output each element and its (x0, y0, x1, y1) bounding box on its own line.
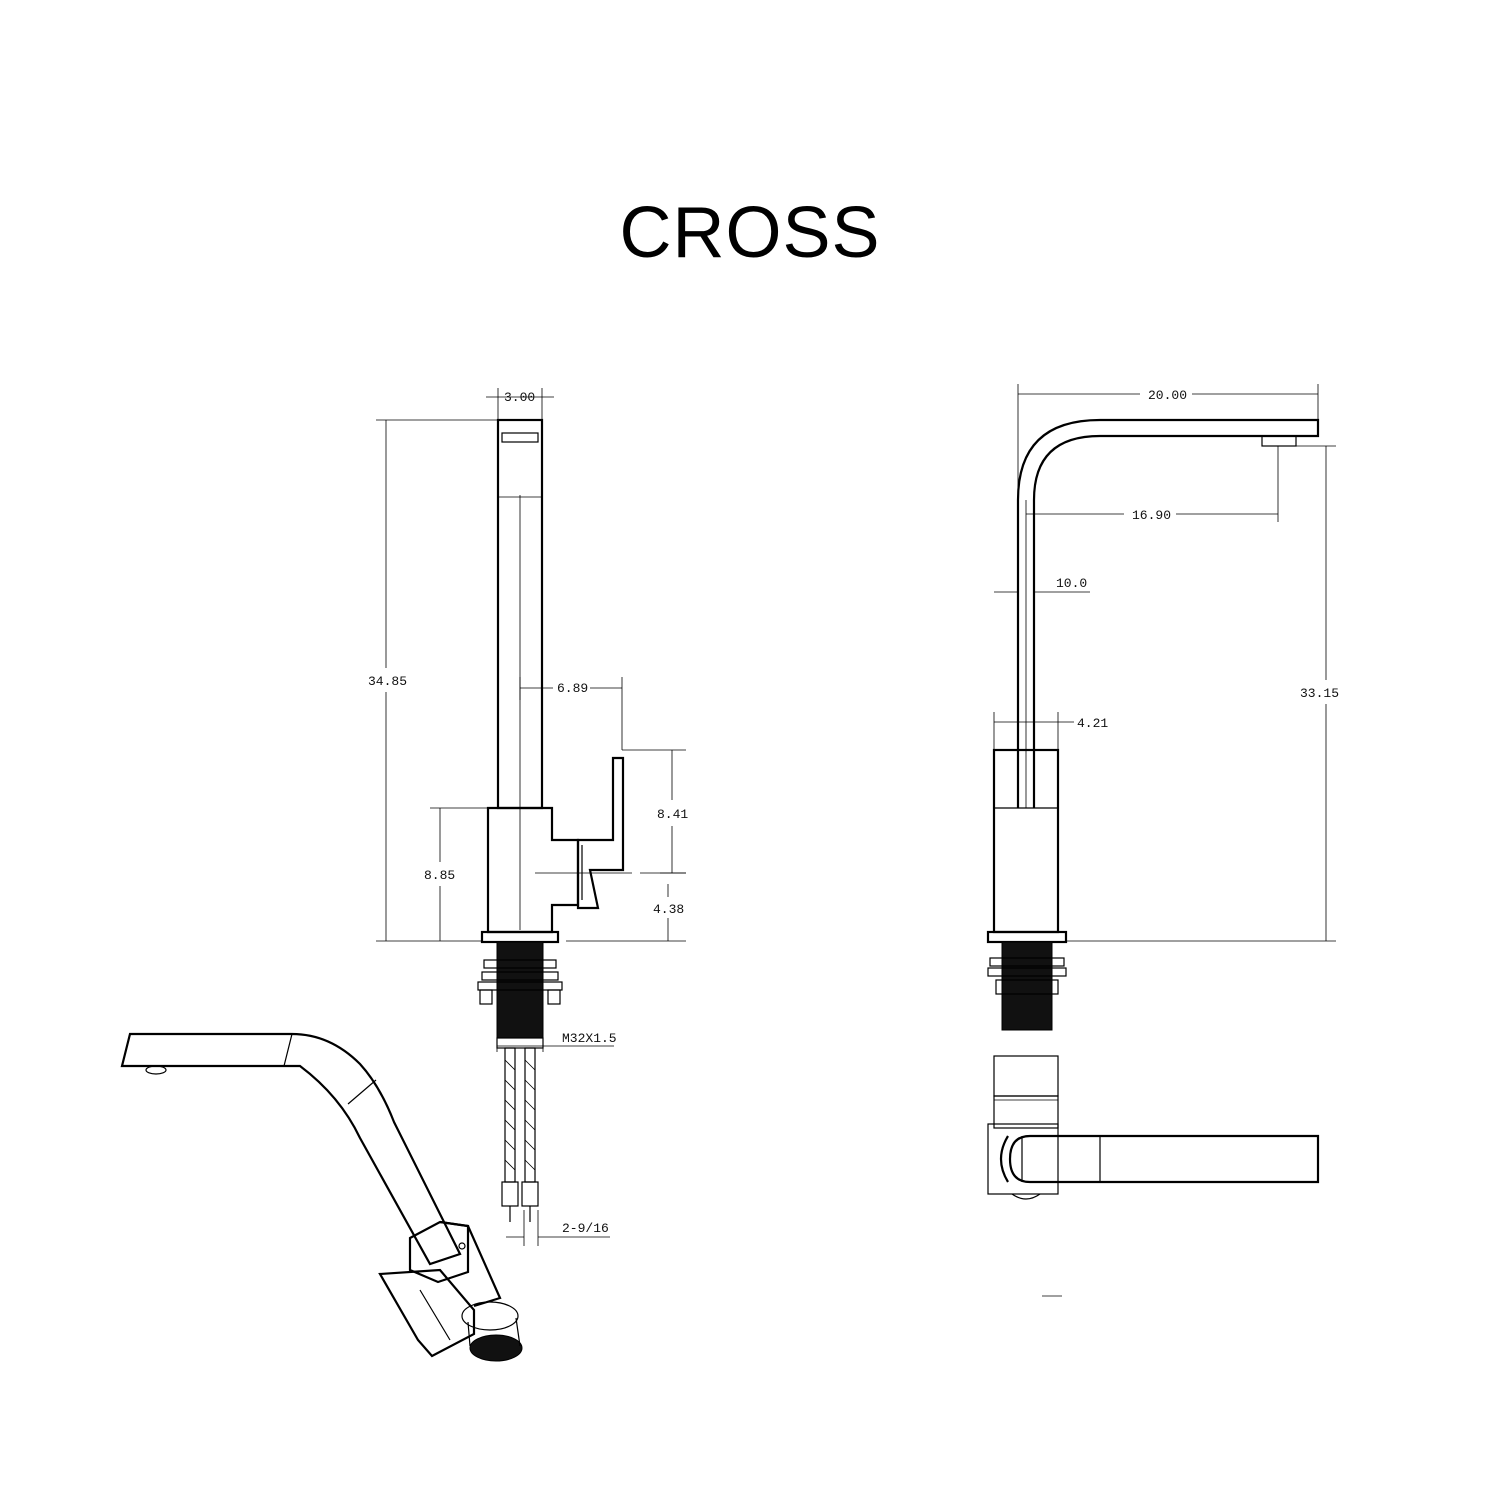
side-washer-2 (987, 967, 1067, 977)
top-body-upper (993, 1055, 1059, 1097)
dim-handle-height: 8.41 (657, 807, 688, 822)
side-base-plate (986, 930, 1068, 944)
top-shank-edge (1011, 1193, 1041, 1200)
top-view (987, 1055, 1320, 1200)
front-washer (483, 959, 557, 969)
top-spout (1008, 1134, 1320, 1184)
dim-handle-reach: 6.89 (557, 681, 588, 696)
front-aerator (501, 432, 539, 443)
hose-right-fitting (521, 1181, 539, 1207)
dim-body-height: 8.85 (424, 868, 455, 883)
side-nut (995, 979, 1059, 995)
dim-handle-base: 4.38 (653, 902, 684, 917)
iso-spout-seam (283, 1033, 293, 1067)
iso-aerator (145, 1065, 167, 1075)
dim-thread: M32X1.5 (562, 1031, 617, 1046)
dim-hose-spacing: 2-9/16 (562, 1221, 609, 1236)
dim-body-width: 4.21 (1077, 716, 1108, 731)
perspective-view (120, 1032, 523, 1362)
dim-spout-height: 33.15 (1300, 686, 1339, 701)
dim-spout-reach: 16.90 (1132, 508, 1171, 523)
iso-body-side (439, 1220, 502, 1308)
side-threaded-shank (1001, 941, 1053, 1031)
front-body (486, 806, 580, 934)
hose-braid (504, 1059, 536, 1171)
front-view (477, 418, 632, 1222)
hose-left-fitting (501, 1181, 519, 1207)
side-view (986, 418, 1320, 1031)
front-bolt-left (479, 989, 493, 1005)
dim-spout-width: 3.00 (504, 390, 535, 405)
iso-shank (469, 1334, 523, 1362)
front-nut (477, 981, 563, 991)
front-shank-end (496, 1037, 544, 1049)
dim-spout-length: 20.00 (1148, 388, 1187, 403)
front-base-plate (480, 930, 560, 944)
front-handle (576, 756, 625, 910)
side-washer (989, 957, 1065, 967)
iso-base (461, 1301, 519, 1331)
top-base (987, 1123, 1059, 1195)
front-bolt-right (547, 989, 561, 1005)
dim-total-height: 34.85 (368, 674, 407, 689)
top-body-lower (993, 1095, 1059, 1129)
side-dimensions: 20.00 16.90 10.0 4.21 33.15 (993, 384, 1339, 942)
drawing-title: CROSS (619, 193, 881, 273)
side-spout (1016, 418, 1320, 808)
dim-tube-diameter: 10.0 (1056, 576, 1087, 591)
side-aerator (1261, 435, 1297, 447)
top-handle (999, 1135, 1009, 1183)
iso-handle (378, 1268, 476, 1358)
front-washer-2 (481, 971, 559, 981)
front-dimensions: 3.00 34.85 6.89 8.41 4.38 (368, 388, 688, 1246)
iso-spout (120, 1032, 462, 1266)
